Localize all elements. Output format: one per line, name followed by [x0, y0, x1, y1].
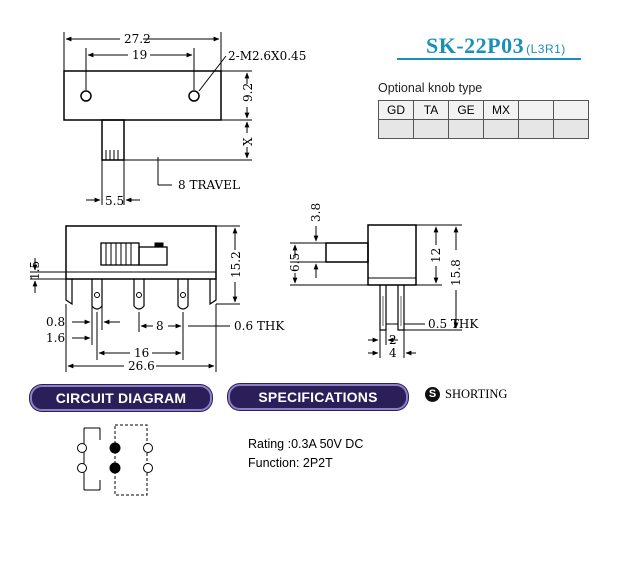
front-view-body [65, 225, 217, 280]
top-view-knob [101, 119, 125, 161]
knob-image-cell [378, 119, 414, 139]
dim-overall-width: 27.2 [124, 32, 151, 46]
contact-open [77, 463, 87, 473]
model-number: SK-22P03(L3R1) [426, 33, 566, 59]
specifications-label: SPECIFICATIONS [228, 384, 408, 410]
terminal [177, 279, 189, 310]
knob-type-cell [518, 100, 554, 120]
knob-image-cell [518, 119, 554, 139]
dim-hole-spacing: 19 [132, 48, 147, 62]
contact-open [143, 443, 153, 453]
shorting-label: SHORTING [445, 387, 508, 401]
knob-type-cell: MX [483, 100, 519, 120]
model-underline [397, 58, 581, 60]
dim-front-height: 15.2 [229, 251, 243, 278]
dim-knob-diameter: 3.8 [309, 203, 323, 222]
circuit-diagram [77, 424, 153, 496]
mounting-hole-left [80, 90, 92, 102]
knob-image-cell [448, 119, 484, 139]
dim-travel: 8 TRAVEL [178, 178, 240, 192]
knob-image-cell [413, 119, 449, 139]
dim-body-height: 9.2 [241, 83, 255, 102]
side-pin [397, 285, 405, 331]
dim-pin-spacing: 2 [389, 333, 397, 347]
dim-front-thickness: 0.6 THK [234, 319, 285, 333]
dim-side-thickness: 0.5 THK [428, 317, 479, 331]
spec-rating: Rating :0.3A 50V DC [248, 437, 364, 451]
side-view-body [367, 224, 417, 286]
mounting-tab-left [65, 279, 73, 306]
dim-knob-width: 5.5 [105, 194, 124, 208]
side-view [290, 224, 462, 358]
side-pin [379, 285, 387, 331]
terminal [91, 279, 103, 310]
mounting-hole-right [188, 90, 200, 102]
dim-side-body-height: 12 [429, 248, 443, 263]
shorting-indicator: S SHORTING [425, 387, 507, 402]
top-view [63, 32, 252, 205]
mounting-tab-right [209, 279, 217, 306]
front-view-knob [100, 242, 140, 266]
circuit-slider-outline [114, 424, 148, 496]
dim-terminal-spacing: 8 [156, 319, 164, 333]
contact-open [77, 443, 87, 453]
contact-open [143, 463, 153, 473]
front-view [30, 225, 240, 372]
dim-knob-length: X [241, 137, 255, 146]
dim-side-overall-height: 15.8 [449, 259, 463, 286]
knob-type-cell [553, 100, 589, 120]
contact-closed [109, 462, 121, 474]
dim-knob-height: 6.5 [288, 253, 302, 272]
shorting-icon: S [425, 387, 440, 402]
knob-type-cell: TA [413, 100, 449, 120]
spec-function: Function: 2P2T [248, 456, 333, 470]
dim-terminal-span: 16 [134, 346, 149, 360]
contact-closed [109, 442, 121, 454]
knob-type-table: GD TA GE MX [378, 100, 589, 139]
knob-image-cell [553, 119, 589, 139]
dim-terminal-offset: 1.6 [46, 331, 65, 345]
dim-base-offset: 1.5 [28, 261, 42, 280]
top-view-body [63, 70, 222, 121]
side-view-knob [325, 242, 369, 263]
dim-pin-span: 4 [389, 346, 397, 360]
circuit-diagram-label: CIRCUIT DIAGRAM [30, 385, 212, 411]
terminal [133, 279, 145, 310]
dim-front-overall-width: 26.6 [128, 359, 155, 373]
knob-image-cell [483, 119, 519, 139]
knob-type-title: Optional knob type [378, 81, 483, 95]
model-name: SK-22P03 [426, 33, 525, 58]
knob-type-cell: GD [378, 100, 414, 120]
dim-hole-note: 2-M2.6X0.45 [228, 49, 306, 63]
model-suffix: (L3R1) [526, 42, 566, 56]
dim-terminal-width: 0.8 [46, 315, 65, 329]
